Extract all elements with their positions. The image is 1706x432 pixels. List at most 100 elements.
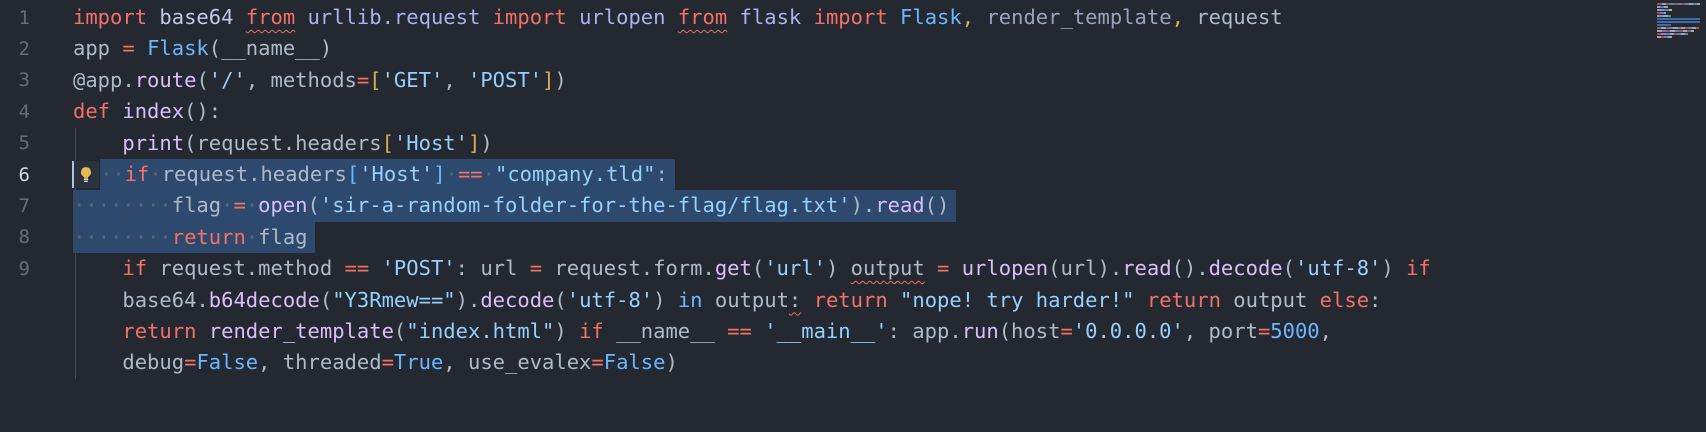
code-token: 'utf-8' <box>566 287 654 312</box>
code-line-8[interactable]: 8········return·flag <box>0 221 1706 254</box>
code-token: 'GET' <box>381 67 444 92</box>
code-token <box>1135 288 1147 312</box>
code-token: , <box>1319 318 1332 343</box>
code-token: return <box>813 287 888 312</box>
code-token <box>295 5 307 29</box>
code-line-wrapped[interactable]: base64.b64decode("Y3Rmew==").decode('utf… <box>0 285 1706 316</box>
code-text: import base64 from urllib.request import… <box>73 2 1283 33</box>
code-token <box>73 256 122 280</box>
code-token <box>147 5 159 29</box>
code-token <box>73 319 122 343</box>
code-token: "company.tld" <box>494 161 656 186</box>
code-token: render_template <box>208 318 394 343</box>
code-token <box>801 5 813 29</box>
code-token: @app. <box>73 67 135 92</box>
code-text: app = Flask(__name__) <box>73 33 332 64</box>
code-token: (). <box>1171 256 1209 281</box>
code-token <box>925 256 937 280</box>
code-line-wrapped[interactable]: debug=False, threaded=True, use_evalex=F… <box>0 347 1706 378</box>
line-number: 7 <box>18 195 30 218</box>
code-token <box>974 5 986 29</box>
code-token: ( <box>184 130 197 155</box>
code-token <box>801 288 813 312</box>
code-token: request.headers <box>161 161 347 186</box>
code-token: "index.html" <box>406 318 555 343</box>
code-text: def index(): <box>73 96 221 127</box>
code-token <box>888 5 900 29</box>
code-token: b64decode <box>208 287 320 312</box>
code-token: == <box>457 161 483 186</box>
code-token: "nope! try harder!" <box>900 287 1135 312</box>
code-token: ) <box>554 318 580 343</box>
code-line-wrapped[interactable]: return render_template("index.html") if … <box>0 316 1706 347</box>
code-token: base64. <box>122 287 209 312</box>
code-token <box>727 5 739 29</box>
code-line-1[interactable]: 1 import base64 from urllib.request impor… <box>0 2 1706 33</box>
code-line-5[interactable]: 5 print(request.headers['Host']) <box>0 128 1706 159</box>
code-line-3[interactable]: 3 @app.route('/', methods=['GET', 'POST']… <box>0 65 1706 96</box>
line-number: 1 <box>18 6 30 29</box>
code-token: = <box>1257 318 1271 343</box>
code-token <box>73 131 122 155</box>
code-token: output <box>850 256 925 281</box>
code-token: read <box>875 193 925 218</box>
line-number: 3 <box>18 69 30 92</box>
code-token: Flask <box>147 36 209 61</box>
code-token: , port <box>1183 318 1258 343</box>
code-token <box>110 99 122 123</box>
code-token: '0.0.0.0' <box>1072 318 1184 343</box>
code-token: ) <box>554 67 567 92</box>
code-token <box>233 5 245 29</box>
code-token: ). <box>455 287 481 312</box>
code-token: request.method <box>147 256 345 281</box>
code-token: · <box>445 161 458 186</box>
code-token <box>369 256 381 280</box>
code-token: == <box>344 256 370 281</box>
code-token: (url). <box>1048 256 1123 281</box>
code-token: , methods <box>245 67 357 92</box>
code-token: else <box>1319 287 1370 312</box>
code-lines: 1 import base64 from urllib.request impor… <box>0 2 1706 379</box>
code-token: base64 <box>159 5 234 29</box>
code-token: ) <box>653 287 678 312</box>
code-line-7[interactable]: 7 ········flag·=·open('sir-a-random-folde… <box>0 190 1706 222</box>
minimap-line <box>1657 9 1703 11</box>
code-token: 'url' <box>764 256 826 281</box>
line-number: 9 <box>18 257 30 280</box>
code-token: route <box>134 67 197 92</box>
minimap-line <box>1657 30 1703 32</box>
code-token: if <box>579 318 604 343</box>
minimap-line <box>1657 33 1703 35</box>
minimap-line <box>1657 3 1703 5</box>
code-token: : <box>1369 287 1382 312</box>
code-token: return <box>122 318 197 343</box>
code-token: = <box>591 350 604 375</box>
code-token: · <box>221 193 234 218</box>
minimap-line <box>1657 27 1703 29</box>
code-token: output <box>702 287 789 312</box>
code-line-9[interactable]: 9 if request.method == 'POST': url = req… <box>0 253 1706 284</box>
code-token: , <box>443 67 468 92</box>
code-token: run <box>961 318 999 343</box>
code-token: , threaded <box>258 350 382 375</box>
lightbulb-icon[interactable] <box>73 161 99 189</box>
code-token: ( <box>196 67 209 92</box>
code-token: import <box>73 5 148 29</box>
code-token: False <box>603 350 666 375</box>
selected-code-text: ········flag·=·open('sir-a-random-folder… <box>73 190 957 222</box>
indent-guide <box>122 190 123 253</box>
code-line-6[interactable]: 6··if·request.headers['Host']·==·"compan… <box>0 158 1706 191</box>
minimap-line <box>1657 6 1703 8</box>
code-token: (): <box>184 99 222 124</box>
code-token: , <box>1171 5 1184 29</box>
code-token: : url <box>455 256 530 281</box>
code-token: debug <box>122 350 185 375</box>
minimap[interactable] <box>1657 3 1703 39</box>
code-token: import <box>813 5 888 29</box>
code-token: '__main__' <box>764 318 888 343</box>
code-text: base64.b64decode("Y3Rmew==").decode('utf… <box>73 285 1381 316</box>
code-text: @app.route('/', methods=['GET', 'POST']) <box>73 65 567 96</box>
